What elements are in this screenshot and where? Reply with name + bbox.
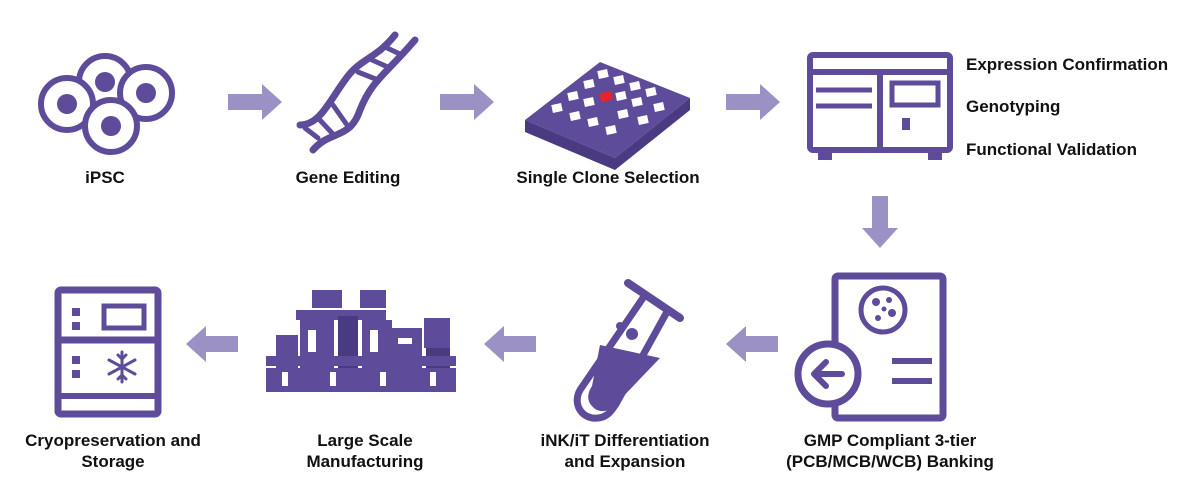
document-banking-icon: [794, 272, 947, 422]
manufacturing-equipment-icon: [266, 290, 456, 392]
differentiation-label-line2: and Expansion: [564, 452, 686, 471]
cryo-label-line2: Storage: [81, 452, 145, 471]
cryo-label: Cryopreservation and Storage: [8, 430, 218, 472]
banking-label-line1: GMP Compliant 3-tier: [803, 431, 977, 450]
well-plate-icon: [525, 62, 690, 170]
differentiation-label-line1: iNK/iT Differentiation: [540, 431, 710, 450]
arrow-down-icon: [862, 196, 898, 248]
manufacturing-label: Large Scale Manufacturing: [290, 430, 440, 472]
cells-icon: [38, 53, 175, 155]
manufacturing-label-line1: Large Scale: [317, 431, 413, 450]
freezer-icon: [54, 286, 162, 418]
arrow-left-icon: [484, 326, 536, 362]
banking-label: GMP Compliant 3-tier (PCB/MCB/WCB) Banki…: [775, 430, 1005, 472]
test-tube-icon: [573, 279, 684, 422]
check-genotyping: Genotyping: [966, 97, 1061, 116]
arrow-left-icon: [186, 326, 238, 362]
arrow-right-icon: [726, 84, 780, 120]
check-functional-validation: Functional Validation: [966, 140, 1137, 159]
analyzer-instrument-icon: [807, 52, 953, 160]
ipsc-label: iPSC: [85, 168, 125, 187]
single-clone-selection-label: Single Clone Selection: [516, 168, 700, 187]
cryo-label-line1: Cryopreservation and: [25, 431, 201, 450]
selected-well: [599, 90, 613, 103]
gene-editing-label: Gene Editing: [295, 168, 401, 187]
arrow-right-icon: [440, 84, 494, 120]
manufacturing-label-line2: Manufacturing: [306, 452, 424, 471]
dna-icon: [296, 31, 419, 154]
arrow-right-icon: [228, 84, 282, 120]
snowflake-icon: [107, 350, 137, 384]
differentiation-label: iNK/iT Differentiation and Expansion: [515, 430, 735, 472]
arrow-left-icon: [726, 326, 778, 362]
banking-label-line2: (PCB/MCB/WCB) Banking: [786, 452, 994, 471]
check-expression-confirmation: Expression Confirmation: [966, 55, 1169, 74]
